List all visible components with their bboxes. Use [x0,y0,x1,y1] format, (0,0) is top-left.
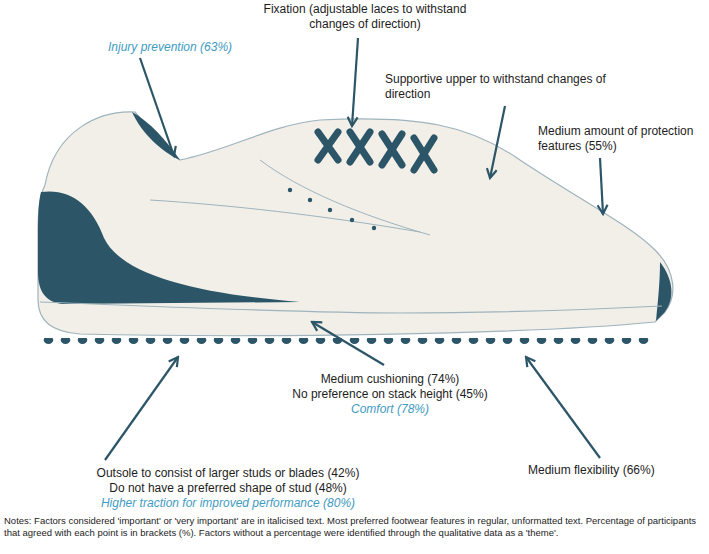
factor-label: Higher traction for improved performance… [58,496,398,511]
feature-label: Outsole to consist of larger studs or bl… [58,466,398,481]
feature-label: No preference on stack height (45%) [250,387,530,402]
lace-panel-seam [260,160,430,235]
leader-arrow [600,158,603,214]
factor-label: Comfort (78%) [250,402,530,417]
leader-arrow [490,106,505,178]
upper-seam [150,200,420,232]
leader-arrow [140,58,174,156]
feature-label: Fixation (adjustable laces to withstand … [245,2,485,32]
feature-label: Supportive upper to withstand changes of… [385,72,625,102]
factor-label: Injury prevention (63%) [108,40,298,55]
feature-label: Medium amount of protection features (55… [538,124,703,154]
midsole-line [40,302,662,313]
leader-arrow [105,357,178,460]
toe-cap [656,262,671,321]
leader-arrow [526,357,600,458]
lace-holes [288,188,376,230]
feature-label: Medium cushioning (74%) [250,372,530,387]
laces [318,132,434,170]
leader-arrow [352,38,358,126]
notes-caption: Notes: Factors considered 'important' or… [4,515,704,538]
feature-label: Do not have a preferred shape of stud (4… [58,481,398,496]
feature-label: Medium flexibility (66%) [528,463,703,478]
heel-counter [38,191,300,304]
leader-arrow [312,322,384,365]
